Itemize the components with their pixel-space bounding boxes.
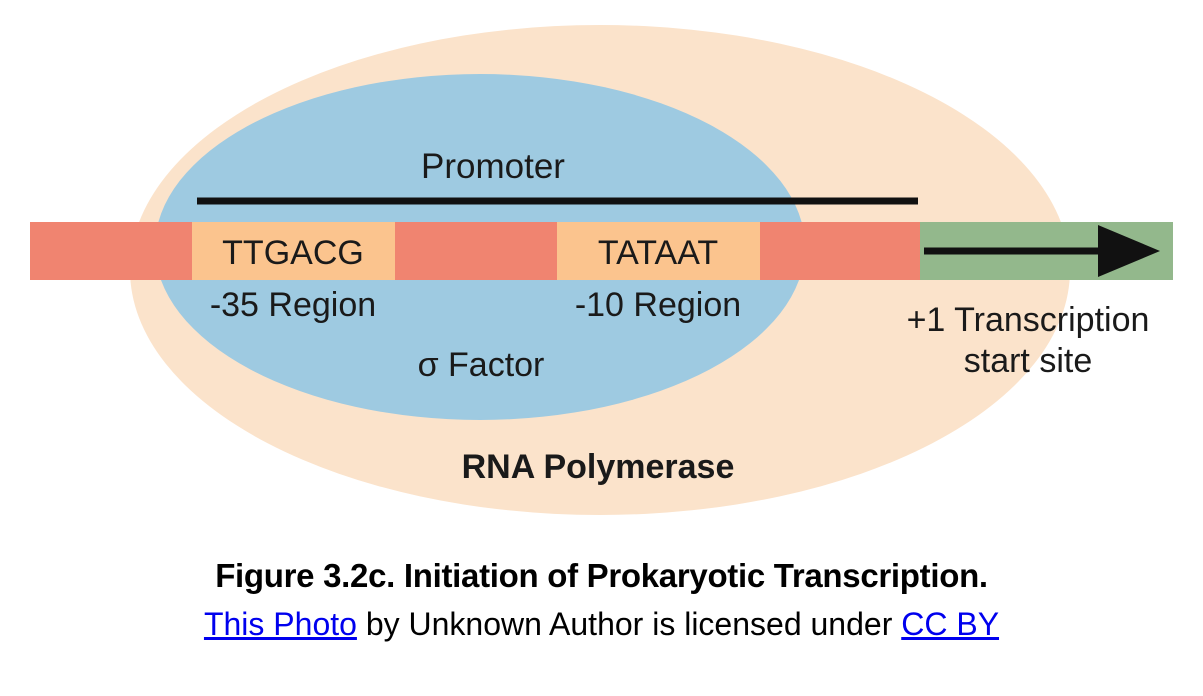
box-35-sequence: TTGACG: [222, 234, 364, 272]
transcription-diagram: Promoter TTGACG TATAAT -35 Region -10 Re…: [30, 25, 1173, 515]
caption-credit-text: by Unknown Author is licensed under: [356, 606, 902, 642]
start-site-label-line2: start site: [964, 342, 1092, 380]
dna-strand-left: [30, 222, 192, 280]
box-35: [192, 222, 395, 280]
region-35-label: -35 Region: [210, 286, 376, 324]
sigma-factor-label: σ Factor: [418, 346, 545, 384]
cc-by-link[interactable]: CC BY: [901, 606, 1000, 642]
region-10-label: -10 Region: [575, 286, 741, 324]
box-10: [557, 222, 760, 280]
transcription-arrow-head: [1098, 225, 1160, 277]
rna-polymerase-label: RNA Polymerase: [462, 448, 735, 486]
figure-caption: Figure 3.2c. Initiation of Prokaryotic T…: [0, 550, 1203, 646]
start-site-label-line1: +1 Transcription: [907, 301, 1150, 339]
dna-strand-right: [760, 222, 920, 280]
this-photo-link[interactable]: This Photo: [203, 606, 357, 642]
caption-credit: This Photo by Unknown Author is licensed…: [0, 602, 1203, 646]
box-10-sequence: TATAAT: [598, 234, 718, 272]
caption-title: Figure 3.2c. Initiation of Prokaryotic T…: [215, 557, 988, 594]
promoter-label: Promoter: [421, 147, 565, 186]
dna-strand-spacer: [395, 222, 557, 280]
